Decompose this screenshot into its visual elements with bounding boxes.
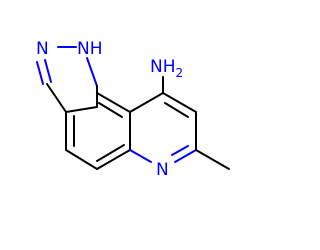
bond-c9-c8 [162, 92, 197, 113]
bond-c9c-c9a-inner [98, 102, 123, 118]
bond-c4-c5 [65, 149, 98, 170]
structure-svg: N NH NH2 N [36, 39, 230, 180]
bond-c9-c8-inner [164, 102, 189, 118]
bond-methyl [195, 149, 230, 170]
bond-n6-c5a [129, 149, 152, 163]
bond-c5-c5a-inner [96, 144, 125, 162]
bond-c3-c9b [65, 106, 98, 113]
bond-c9c-c9a [96, 92, 131, 113]
atom-n-pyridine: N [156, 160, 169, 180]
atom-n-pyrazole-left: N [36, 39, 49, 59]
bond-c5-c5a [96, 149, 131, 170]
bond-c2-c3 [46, 83, 67, 113]
bond-c7-n6 [174, 149, 197, 163]
molecule-diagram: N NH NH2 N [36, 39, 230, 180]
amine-h-label: H [163, 57, 176, 77]
bond-n1-c2-inner [36, 61, 44, 85]
bond-n2-c9a [86, 57, 98, 87]
bond-n1-c2-outer [44, 59, 52, 83]
atom-nh-pyrazole: NH [77, 39, 103, 59]
amine-n-label: N [150, 57, 163, 77]
bond-c7-n6-inner [171, 145, 189, 156]
amine-subscript: 2 [176, 66, 184, 80]
bond-c9c-c9 [129, 92, 164, 113]
atom-amine-n: NH2 [150, 57, 183, 80]
